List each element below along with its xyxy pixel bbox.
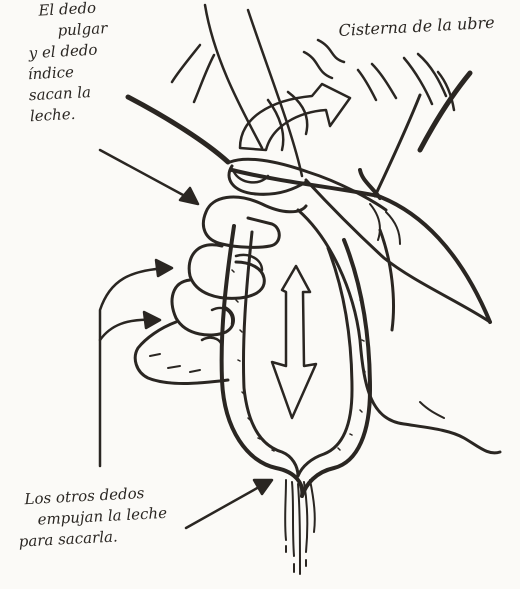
teat-arrow: [272, 266, 316, 418]
finger-creases: [150, 354, 200, 372]
udder-outline: [128, 73, 470, 162]
label-other-fingers: Los otros dedos empujan la leche para sa…: [10, 482, 169, 553]
udder-right-line: [375, 95, 420, 196]
arrow-other-head1: [156, 260, 172, 276]
hand-back: [298, 180, 500, 453]
little-nail: [202, 338, 222, 350]
label-thumb-index: El dedo pulgar y el dedo índice sacan la…: [12, 0, 112, 128]
milk-streams: [285, 480, 315, 574]
arrow-teat-tip-head: [254, 480, 272, 494]
arrow-other-head2: [144, 312, 160, 328]
milk-drops: [286, 546, 306, 572]
little-finger: [135, 322, 228, 384]
arrow-thumb-index-head: [180, 188, 198, 204]
index-finger: [203, 197, 306, 247]
arrow-teat-tip: [186, 482, 268, 528]
arrow-thumb-index: [100, 150, 196, 202]
arrow-other-fingers: [100, 268, 168, 466]
